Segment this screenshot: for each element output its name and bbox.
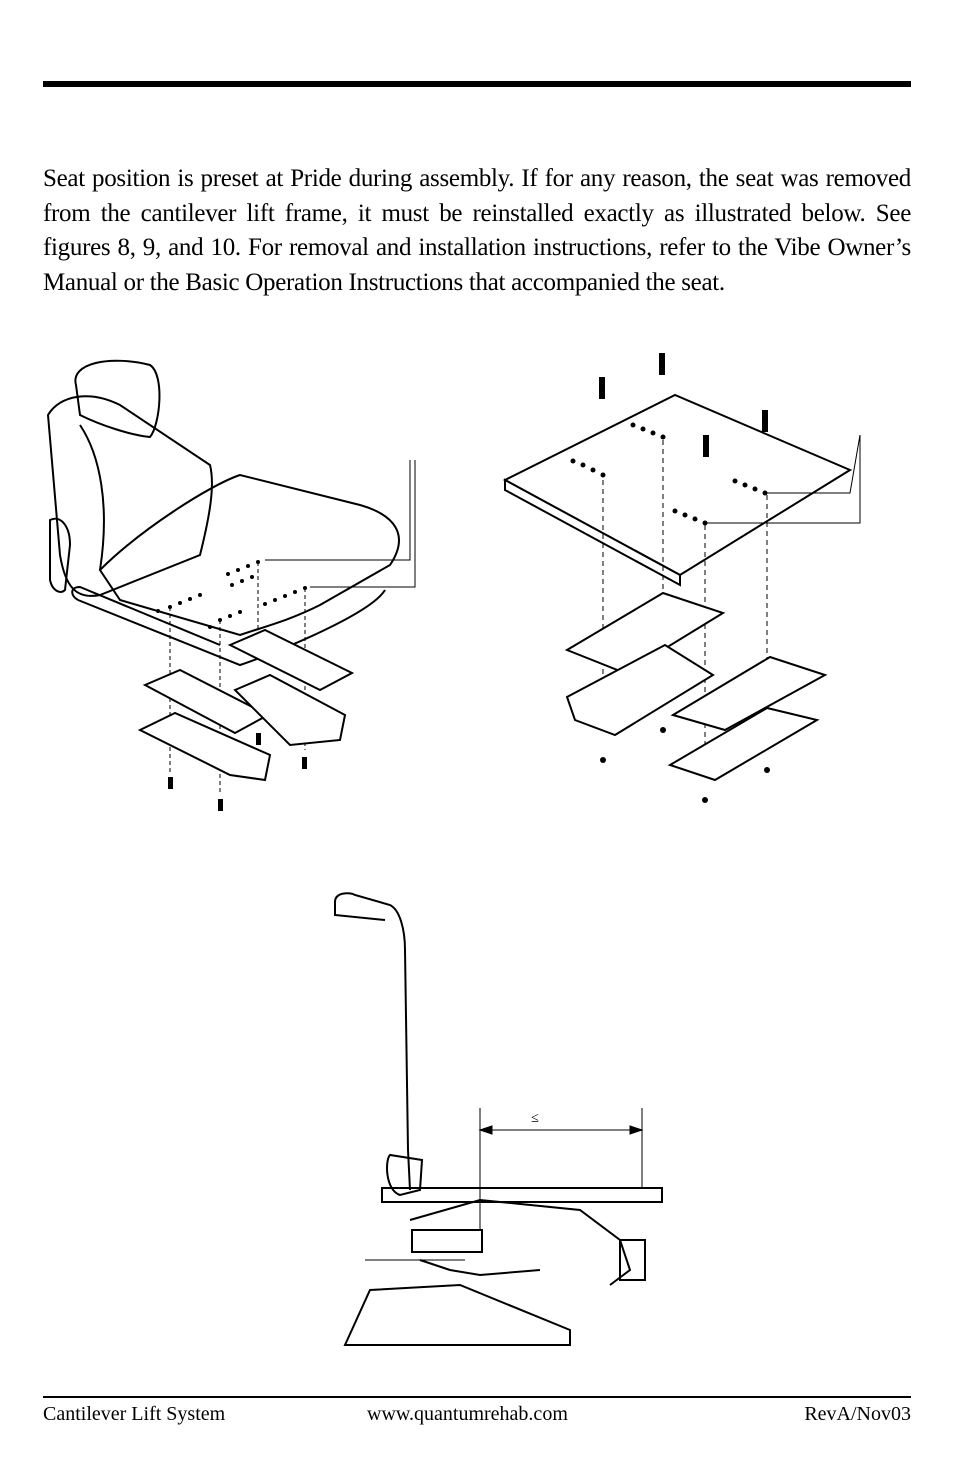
header-rule bbox=[43, 81, 911, 87]
seat-exploded-figure bbox=[46, 359, 416, 811]
side-view-figure: ≤ bbox=[334, 892, 663, 1346]
intro-paragraph: Seat position is preset at Pride during … bbox=[43, 165, 911, 296]
dimension-symbol: ≤ bbox=[531, 1111, 539, 1126]
footer-url: www.quantumrehab.com bbox=[367, 1403, 568, 1425]
plate-exploded-figure bbox=[502, 353, 861, 803]
footer-rule bbox=[43, 1396, 911, 1398]
footer-revision: RevA/Nov03 bbox=[804, 1403, 911, 1425]
footer-title: Cantilever Lift System bbox=[43, 1403, 226, 1425]
